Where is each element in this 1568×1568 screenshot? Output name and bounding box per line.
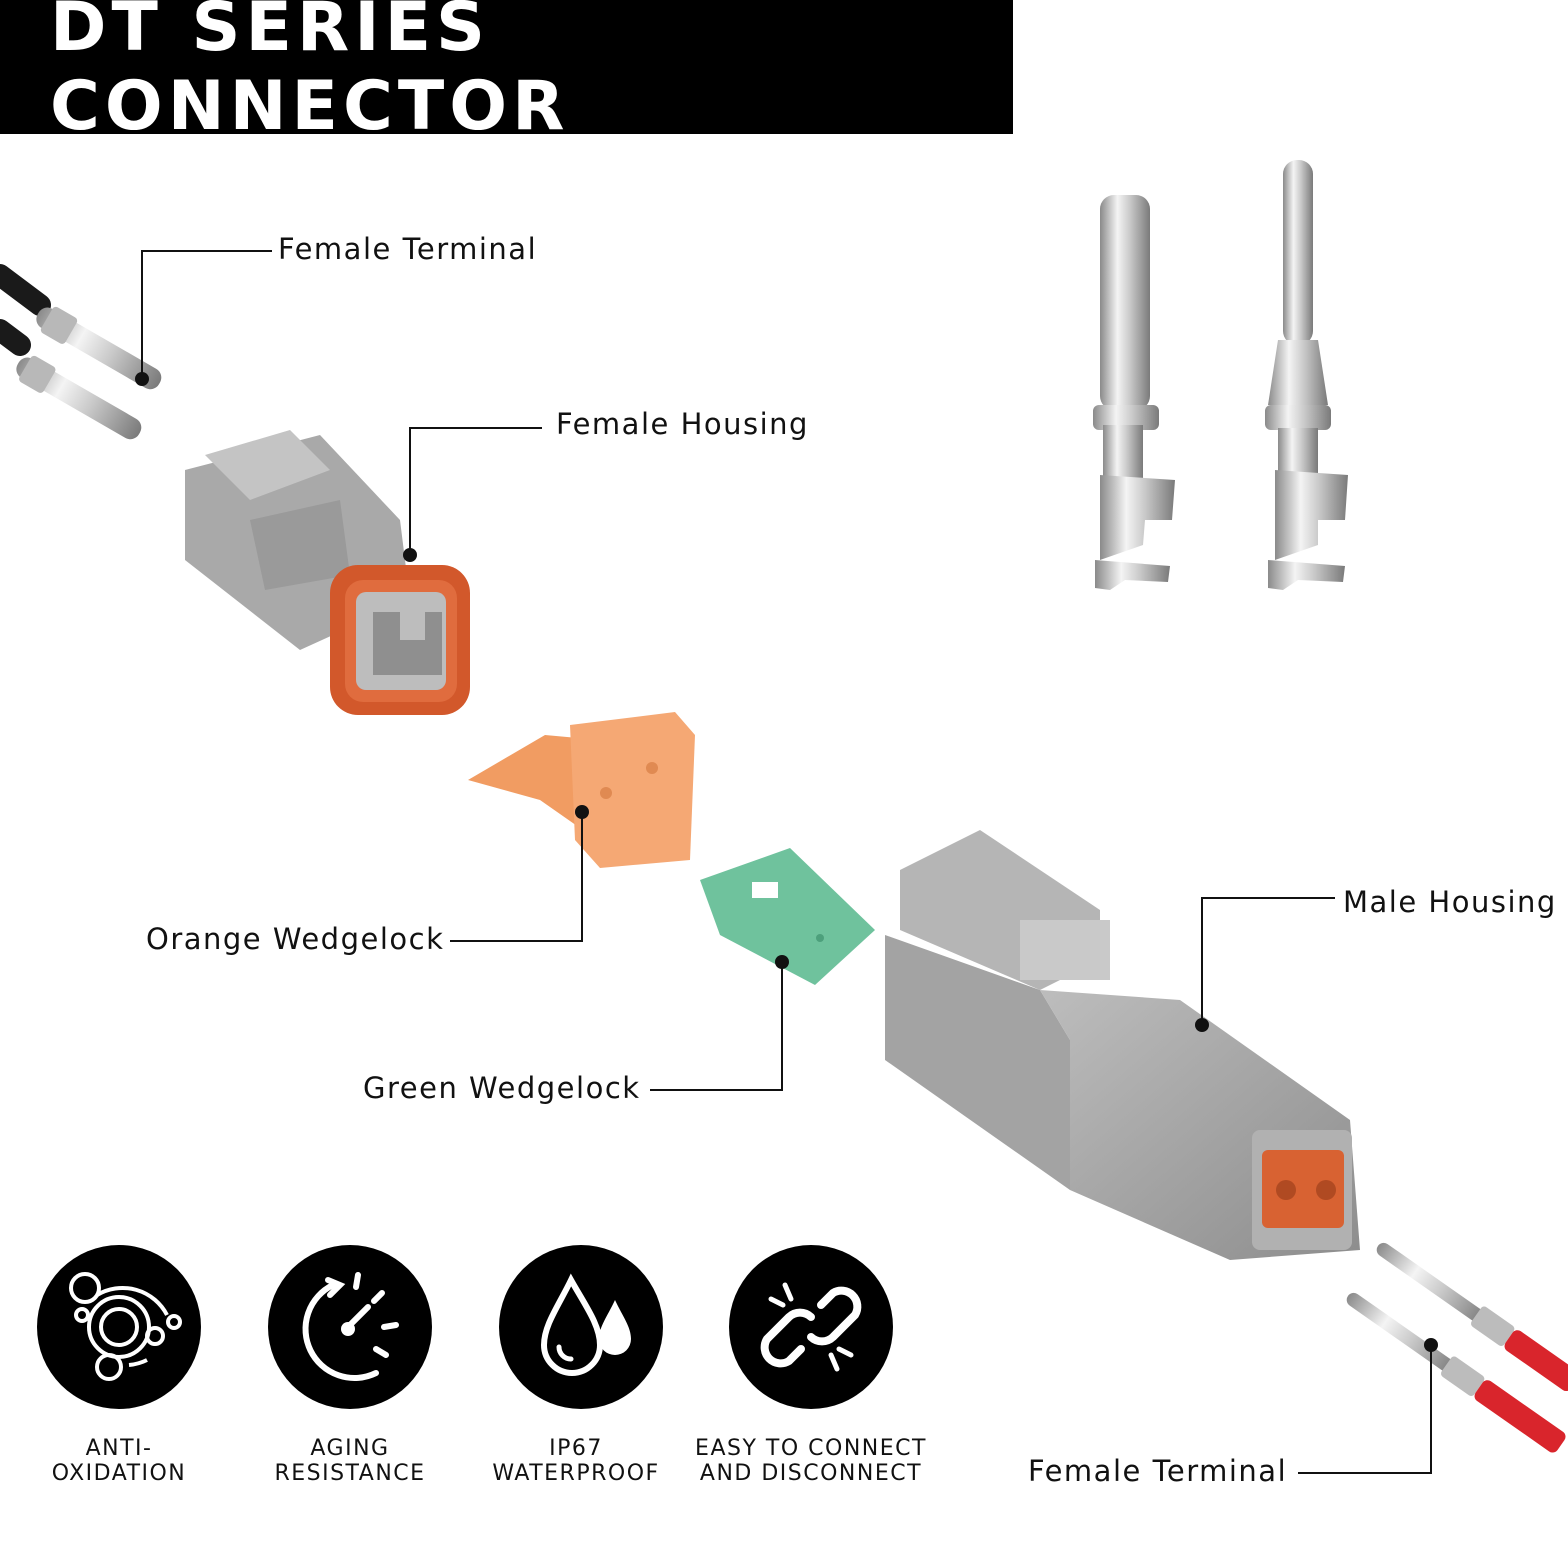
leader-dots [135, 372, 1438, 1352]
bubbles-icon [37, 1245, 201, 1409]
female-terminals-bottom-right [1346, 1242, 1568, 1453]
feature-caption-line1: AGING [310, 1436, 390, 1461]
callout-female-housing: Female Housing [556, 407, 809, 441]
feature-caption-line2: WATERPROOF [492, 1461, 660, 1486]
terminal-pin-large [1265, 160, 1348, 590]
female-housing [185, 430, 470, 715]
female-terminals-top-left [0, 264, 162, 440]
feature-caption-line1: EASY TO CONNECT [695, 1436, 927, 1461]
feature-caption-line1: ANTI- [85, 1436, 153, 1461]
male-housing [885, 830, 1360, 1260]
title-banner: DT SERIES CONNECTOR [0, 0, 1013, 146]
leader-lines [141, 250, 1432, 1474]
gauge-arrow-icon [268, 1245, 432, 1409]
feature-ip67-waterproof: IP67 WATERPROOF [446, 1436, 706, 1486]
page-title: DT SERIES CONNECTOR [50, 0, 570, 146]
broken-chain-link-icon [729, 1245, 893, 1409]
callout-female-terminal-top: Female Terminal [278, 232, 538, 266]
feature-easy-connect: EASY TO CONNECT AND DISCONNECT [681, 1436, 941, 1486]
feature-caption-line2: OXIDATION [51, 1461, 187, 1486]
terminal-socket-large [1093, 195, 1175, 590]
orange-wedgelock [468, 712, 695, 868]
green-wedgelock [700, 848, 875, 985]
callout-male-housing: Male Housing [1343, 885, 1557, 919]
water-drops-icon [499, 1245, 663, 1409]
feature-anti-oxidation: ANTI- OXIDATION [0, 1436, 249, 1486]
feature-caption-line2: AND DISCONNECT [699, 1461, 923, 1486]
feature-caption-line1: IP67 [549, 1436, 603, 1461]
feature-aging-resistance: AGING RESISTANCE [220, 1436, 480, 1486]
callout-female-terminal-bottom: Female Terminal [1028, 1454, 1288, 1488]
callout-green-wedgelock: Green Wedgelock [363, 1071, 641, 1105]
callout-orange-wedgelock: Orange Wedgelock [146, 922, 445, 956]
feature-caption-line2: RESISTANCE [274, 1461, 426, 1486]
